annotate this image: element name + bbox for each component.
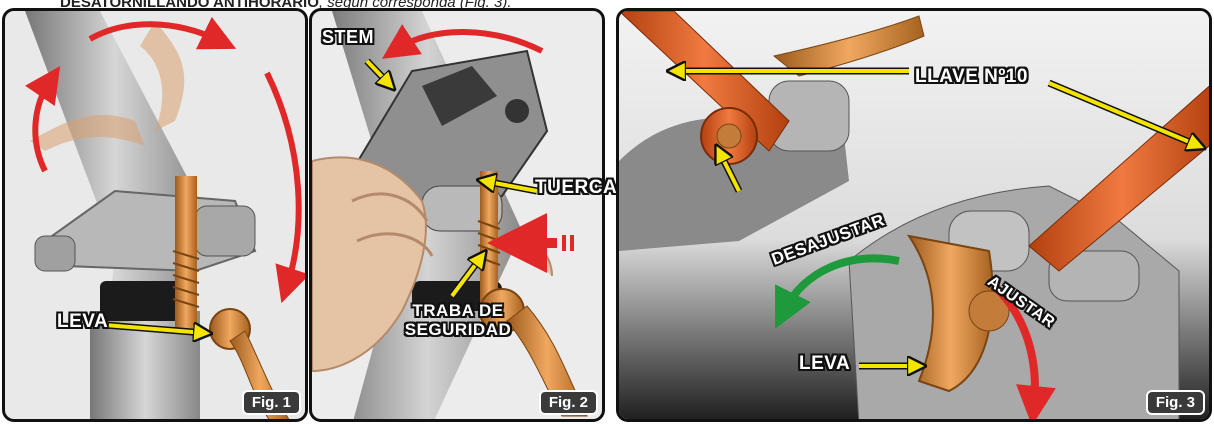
rotate-arrow-top bbox=[381, 24, 544, 59]
screw-threads bbox=[172, 250, 200, 308]
label-traba: TRABA DE SEGURIDAD bbox=[404, 301, 512, 339]
fig3-badge: Fig. 3 bbox=[1145, 390, 1205, 415]
figure-2-illustration bbox=[312, 11, 588, 419]
bearing-ring bbox=[100, 281, 195, 321]
hand bbox=[312, 156, 427, 373]
stem-arrow bbox=[365, 59, 390, 85]
label-stem: STEM bbox=[322, 27, 375, 47]
fig1-badge: Fig. 1 bbox=[241, 390, 301, 415]
figure-2-panel: STEM TRABA DE SEGURIDAD Fig. 2 bbox=[309, 8, 605, 422]
upper-lever bbox=[772, 15, 925, 77]
clamp-slot bbox=[422, 66, 497, 126]
llave-arrow-right bbox=[1048, 81, 1199, 146]
ajustar-arrow bbox=[986, 277, 1056, 419]
figure-3-panel: LLAVE Nº10 DESAJUSTAR AJUSTAR LEVA Fig. … bbox=[616, 8, 1212, 422]
figure-3-illustration bbox=[619, 11, 1209, 419]
lever-ghost-up bbox=[140, 21, 185, 131]
traba-arrow bbox=[450, 256, 482, 298]
figure-1-illustration bbox=[24, 11, 305, 419]
tuerca-arrow-fig3 bbox=[719, 151, 741, 192]
cam-lever bbox=[506, 305, 588, 417]
clamp-bolt-right bbox=[194, 205, 256, 257]
caption-bold: DESATORNILLANDO ANTIHORARIO bbox=[60, 0, 319, 11]
leva-arrow bbox=[104, 325, 205, 333]
clamp-bolt-left bbox=[34, 235, 76, 272]
tuerca-arrow bbox=[484, 181, 538, 191]
label-leva-fig3: LEVA bbox=[799, 353, 851, 374]
bearing-ring bbox=[412, 281, 502, 311]
desajustar-arrow bbox=[775, 254, 900, 329]
fig2-badge: Fig. 2 bbox=[538, 390, 598, 415]
rotate-arrow-top bbox=[88, 16, 237, 50]
caption-normal: , según corresponda (Fig. 3). bbox=[318, 0, 512, 11]
clamp-hole bbox=[505, 99, 529, 123]
rotate-arrow-left bbox=[24, 66, 61, 173]
label-llave: LLAVE Nº10 bbox=[915, 66, 1028, 87]
lower-clamp-bolt bbox=[1048, 250, 1140, 302]
caption: DESATORNILLANDO ANTIHORARIO, según corre… bbox=[60, 0, 512, 11]
rotate-arrow-right bbox=[264, 71, 305, 304]
label-leva-fig1: LEVA bbox=[57, 311, 109, 332]
lever-ghost-side bbox=[30, 114, 145, 151]
figure-1-panel: LEVA Fig. 1 bbox=[2, 8, 308, 422]
lower-cam-hub bbox=[968, 290, 1010, 332]
